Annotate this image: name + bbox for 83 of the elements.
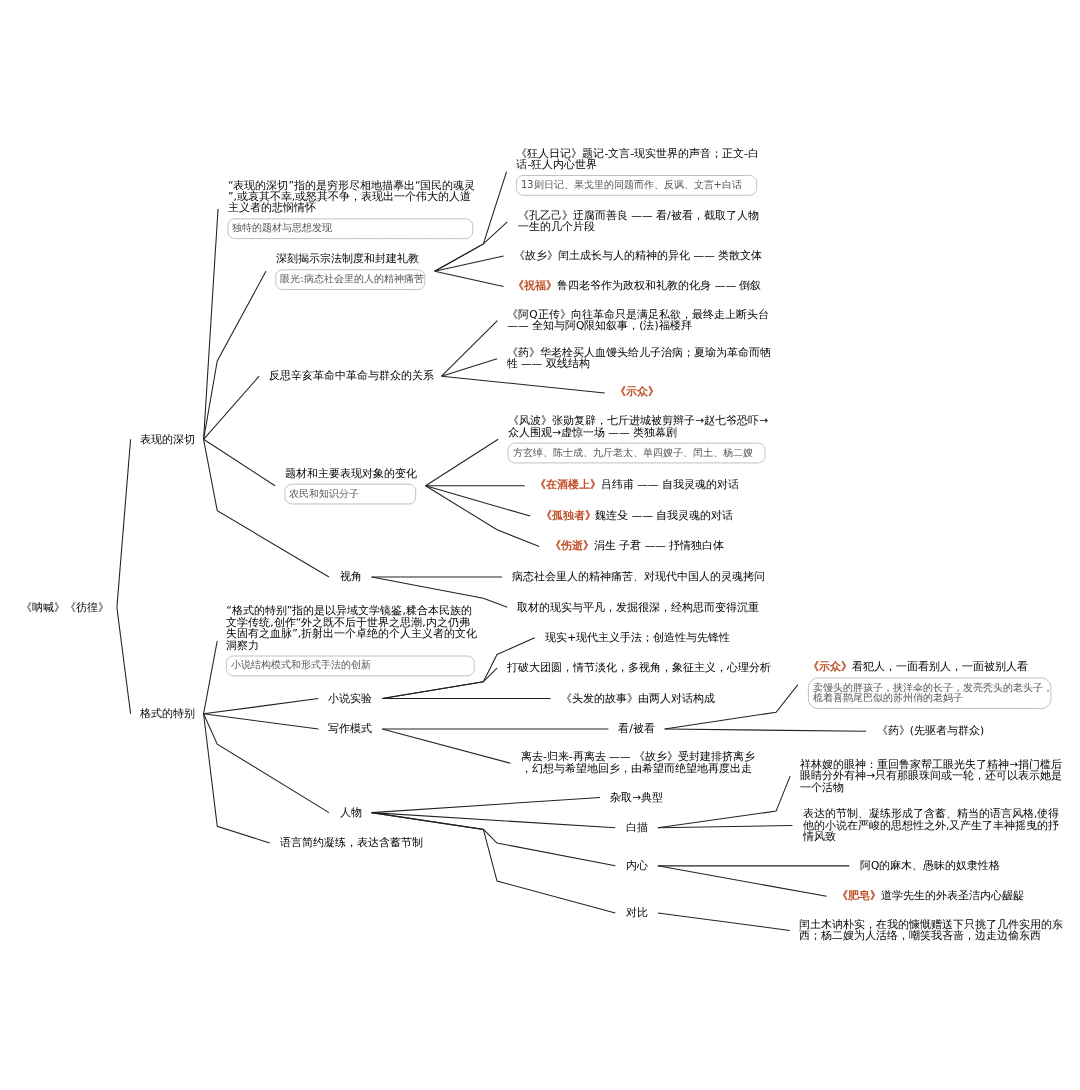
- node-text: 《孔乙己》迂腐而善良 —— 看/被看，截取了人物一生的几个片段: [517, 208, 759, 234]
- connector: [203, 438, 276, 487]
- node-text: 表达的节制、凝练形成了含蓄、精当的语言风格,使得他的小说在严峻的思想性之外,又产生了丰神摇曳的抒情风致: [803, 807, 1060, 844]
- node-label: 《风波》张勋复辟，七斤进城被剪辫子→赵七爷恐吓→众人围观→虚惊一场 —— 类独幕剧: [508, 414, 768, 439]
- node-text: 《药》华老栓买人血馒头给儿子治病；夏瑜为革命而牺牲 —— 双线结构: [506, 345, 771, 371]
- node-box: 眼光:病态社会里的人的精神痛苦: [275, 269, 426, 290]
- connector: [425, 485, 540, 548]
- node-text: 白描: [625, 821, 648, 835]
- node-text: 《在酒楼上》吕纬甫 —— 自我灵魂的对话: [535, 478, 739, 492]
- node-text: 打破大团圆，情节淡化，多视角，象征主义，心理分析: [506, 661, 771, 675]
- node-text: 《呐喊》《彷徨》: [20, 600, 109, 614]
- node-text: 视角: [339, 570, 362, 584]
- connector: [441, 320, 498, 377]
- node-box: 13则日记、果戈里的同题而作、反讽、文言+白话: [516, 175, 758, 196]
- node-label: 深刻揭示宗法制度和封建礼教: [275, 252, 419, 266]
- node-label: “格式的特别”指的是以异域文学镜鉴,糅合本民族的文学传统,创作“外之既不后于世界之思潮,内之仍弗失固有之血脉”,折射出一个卓绝的个人主义者的文化洞察力: [226, 604, 478, 652]
- connector: [657, 825, 793, 829]
- connector: [203, 640, 218, 715]
- connector: [425, 485, 531, 517]
- node-text: 闰土木讷朴实，在我的慷慨赠送下只挑了几件实用的东西；杨二嫂为人活络，嘲笑我吝啬，边走边偷东西: [799, 917, 1064, 942]
- connector: [371, 576, 503, 578]
- connector: [116, 606, 132, 715]
- connector: [434, 171, 508, 272]
- connector: [203, 713, 330, 814]
- node-text: 《药》(先驱者与群众): [876, 724, 985, 738]
- node-text: 杂取→典型: [609, 790, 663, 804]
- connector: [657, 865, 828, 897]
- node-text: 格式的特别: [139, 706, 195, 720]
- connector: [381, 728, 511, 764]
- node-box: 卖馒头的胖孩子，挟洋伞的长子，发亮秃头的老头子，梳着喜鹊尾巴似的苏州俏的老妈子: [808, 677, 1052, 709]
- connector: [203, 698, 319, 715]
- connector: [381, 698, 552, 700]
- connector: [116, 438, 132, 608]
- connector: [425, 438, 499, 487]
- node-text: 人物: [339, 805, 362, 819]
- node-text: 《肥皂》道学先生的外表圣洁内心龌龊: [836, 888, 1024, 902]
- connector: [203, 713, 319, 730]
- node-text: 《阿Q正传》向往革命只是满足私欲，最终走上断头台 —— 全知与阿Q限知叙事，(法)福楼拜: [507, 307, 769, 333]
- node-text: 取材的现实与平凡，发掘很深，经构思而变得沉重: [517, 600, 760, 614]
- connector: [203, 270, 267, 440]
- connector: [434, 221, 508, 272]
- node-label: 《狂人日记》题记-文言-现实世界的声音；正文-白话-狂人内心世界: [516, 146, 759, 172]
- connector: [203, 713, 271, 844]
- node-label: 题材和主要表现对象的变化: [284, 466, 417, 480]
- node-text: 小说实验: [328, 691, 373, 705]
- connector: [203, 375, 260, 440]
- node-text: 祥林嫂的眼神：重回鲁家帮工眼光失了精神→捐门槛后眼睛分外有神→只有那眼珠间或一轮，还可以表示她是一个活物: [800, 757, 1062, 794]
- connector: [441, 358, 498, 377]
- node-text: 《伤逝》涓生 子君 —— 抒情独白体: [549, 538, 725, 552]
- node-text: 语言简约凝练，表达含蓄节制: [279, 836, 423, 850]
- node-text: 《故乡》闰土成长与人的精神的异化 —— 类散文体: [514, 249, 763, 263]
- node-box: 方玄绰、陈士成、九斤老太、单四嫂子、闰土、杨二嫂: [507, 442, 766, 464]
- connector: [434, 270, 505, 288]
- node-text: 病态社会里人的精神痛苦、对现代中国人的灵魂拷问: [511, 570, 765, 584]
- node-text: 写作模式: [328, 722, 373, 736]
- connector: [425, 485, 526, 487]
- connector: [381, 728, 609, 730]
- node-text: 阿Q的麻木、愚昧的奴隶性格: [860, 859, 1001, 873]
- connector: [371, 812, 616, 914]
- node-text: 反思辛亥革命中革命与群众的关系: [268, 369, 434, 383]
- node-text: 《头发的故事》由两人对话构成: [560, 691, 715, 705]
- connector: [657, 865, 850, 867]
- node-text: 看/被看: [618, 722, 655, 736]
- node-text: 内心: [625, 859, 648, 873]
- node-box: 农民和知识分子: [284, 483, 417, 505]
- node-box: 独特的题材与思想发现: [227, 218, 474, 239]
- node-text: 《祝福》鲁四老爷作为政权和礼教的化身 —— 倒叙: [513, 278, 762, 292]
- connector: [657, 912, 791, 931]
- node-box: 小说结构模式和形式手法的创新: [226, 655, 475, 677]
- node-text: 《孤独者》魏连殳 —— 自我灵魂的对话: [540, 508, 734, 522]
- node-text: 现实+现代主义手法；创造性与先锋性: [545, 630, 731, 644]
- node-text: 表现的深切: [139, 432, 195, 446]
- node-text: 离去-归来-再离去 —— 《故乡》受封建排挤离乡，幻想与希望地回乡，由希望而绝望地再度出走: [520, 750, 755, 775]
- connector: [203, 438, 330, 578]
- node-text: 对比: [625, 906, 648, 920]
- node-label: “表现的深切”指的是穷形尽相地描摹出“国民的魂灵”,或哀其不幸,或怒其不争，表现出一个伟大的人道主义者的悲悯情怀: [227, 178, 476, 215]
- connector: [441, 375, 606, 394]
- connector: [371, 576, 508, 608]
- connector: [657, 775, 791, 829]
- connector: [434, 255, 505, 272]
- node-label: 《示众》看犯人，一面看别人，一面被别人看: [808, 659, 1029, 673]
- node-text: 《示众》: [614, 385, 659, 399]
- connector: [664, 728, 867, 732]
